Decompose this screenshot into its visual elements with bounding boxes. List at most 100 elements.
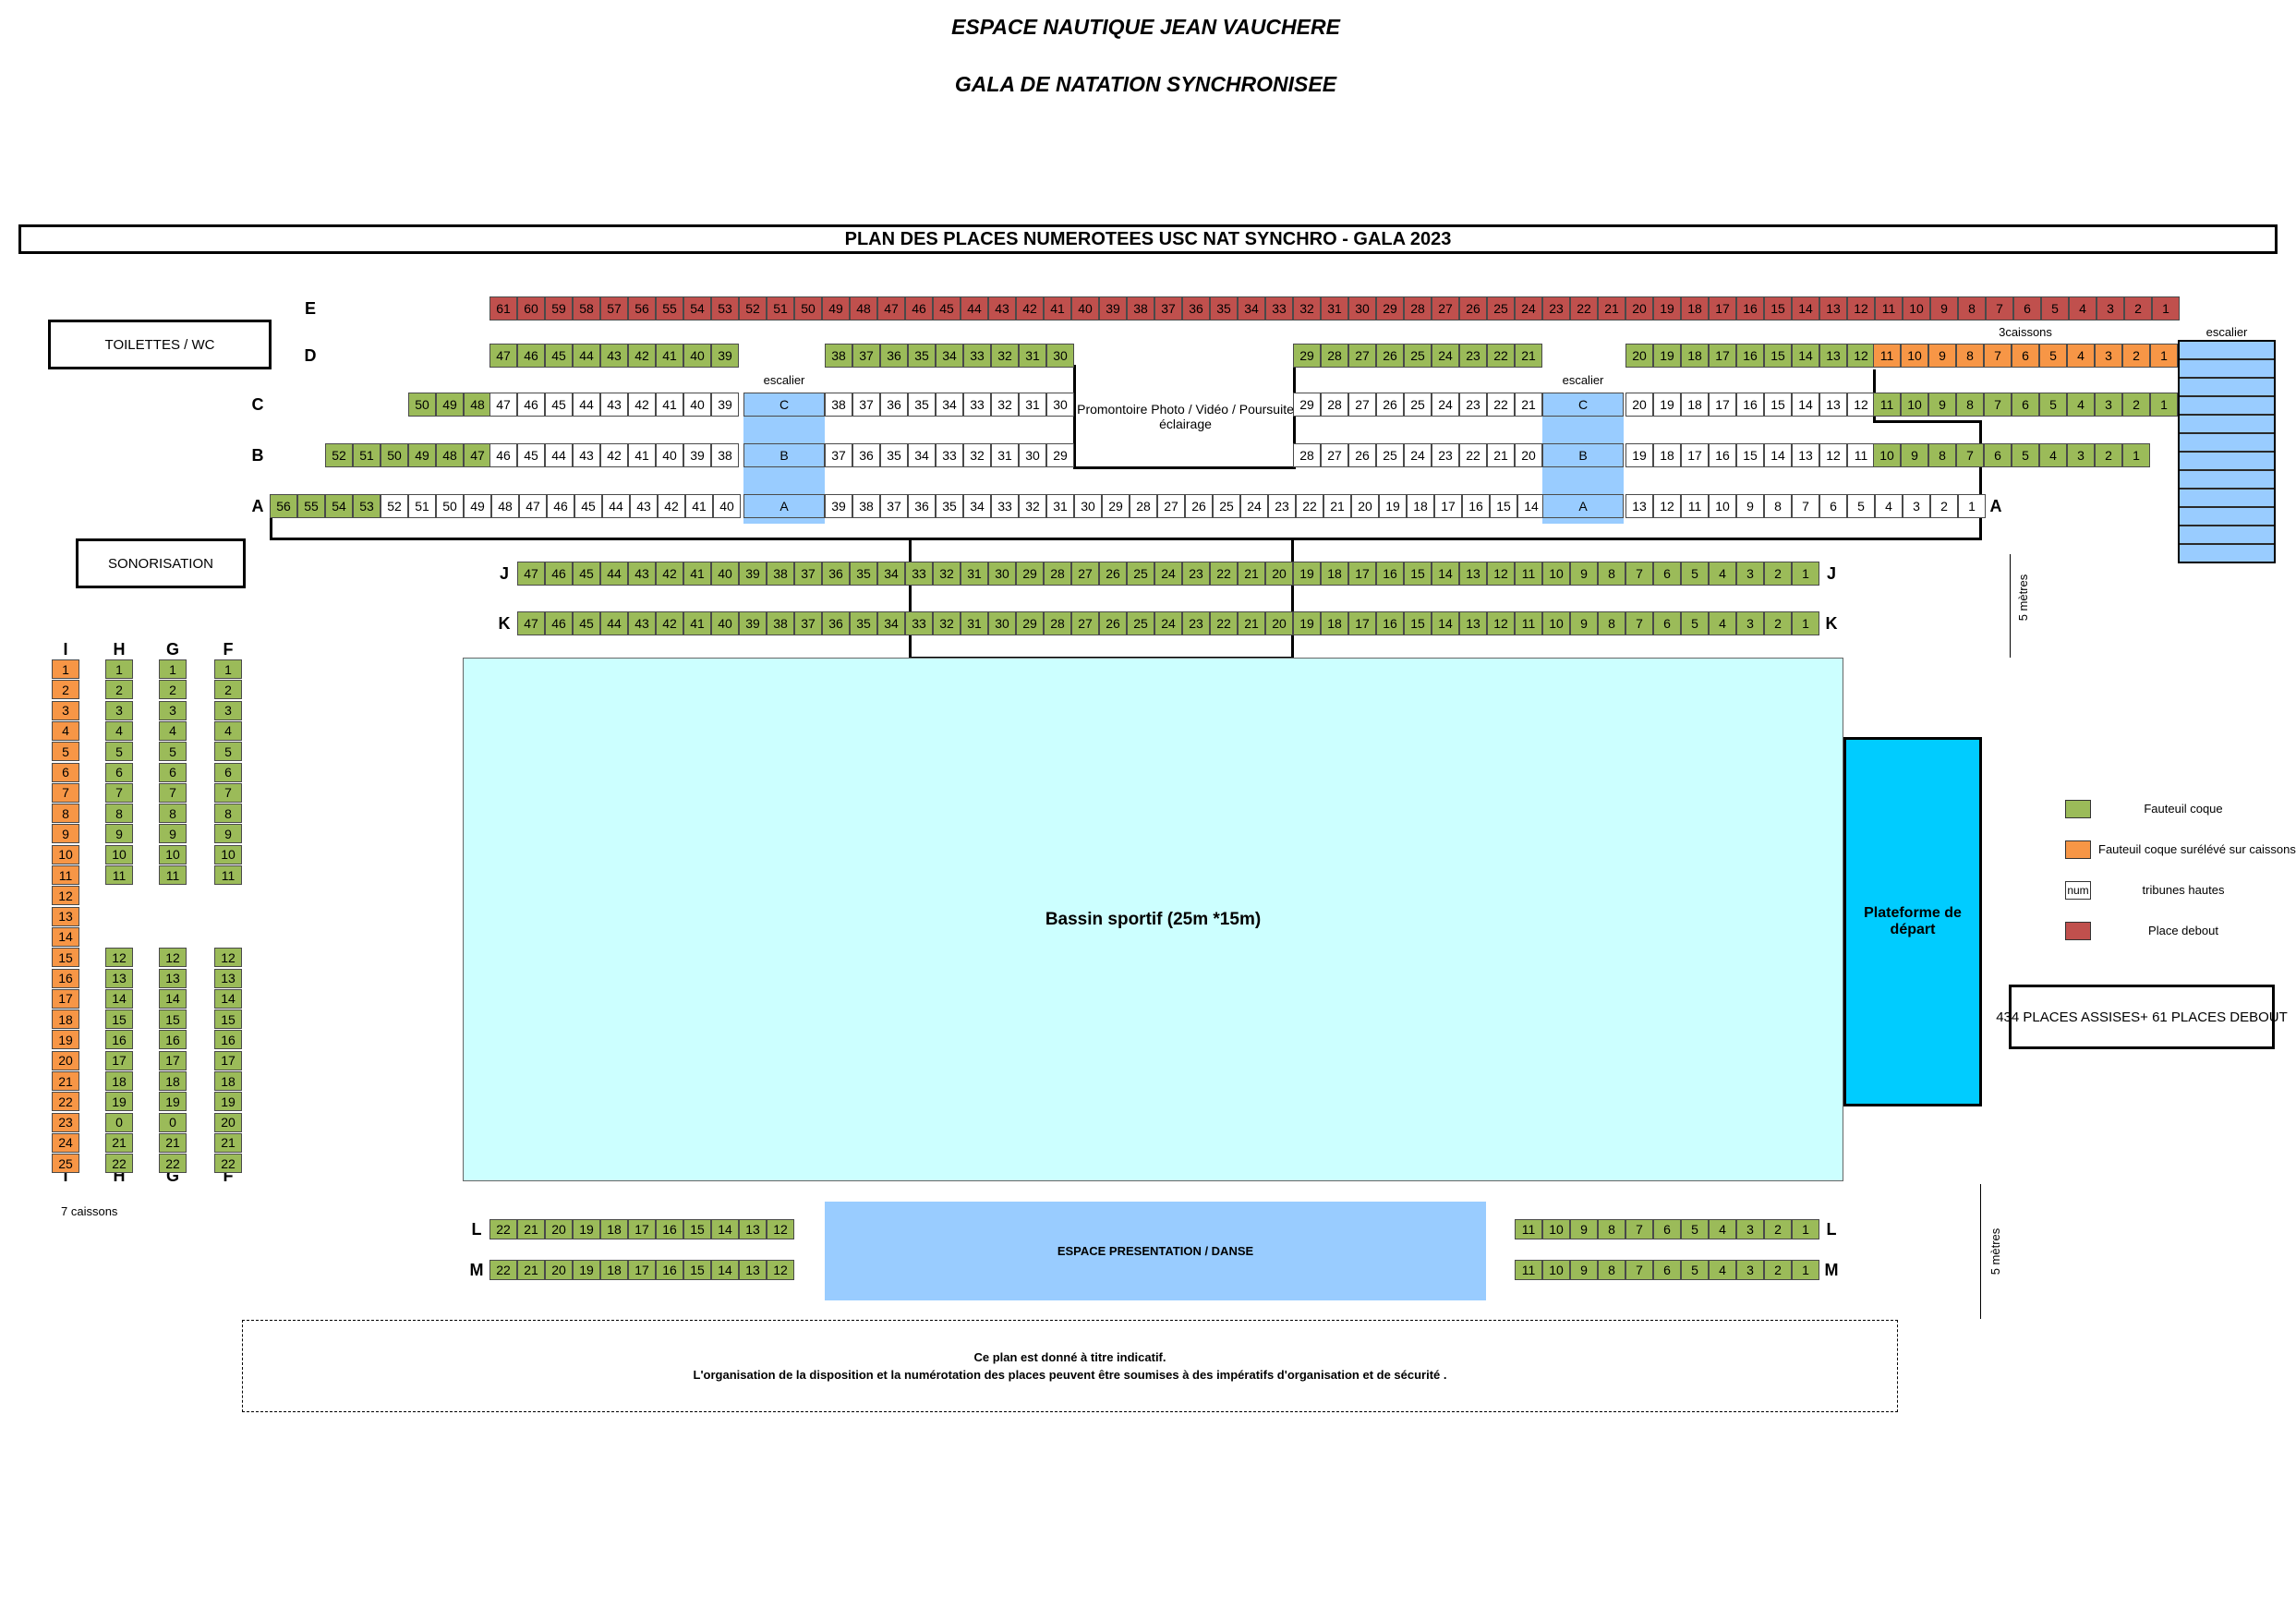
seat-I-10-9: 10 — [52, 844, 79, 864]
seat-M-22: 22 — [489, 1260, 517, 1280]
seat-E-13: 13 — [1819, 296, 1847, 320]
seat-K-39: 39 — [739, 611, 767, 635]
tribune-bottom-line — [270, 538, 1981, 540]
seat-D-40: 40 — [683, 344, 711, 368]
seat-C-28: 28 — [1321, 393, 1348, 417]
seat-E-10: 10 — [1903, 296, 1930, 320]
seat-C-38: 38 — [825, 393, 852, 417]
seat-D-36: 36 — [880, 344, 908, 368]
seat-B-45: 45 — [517, 443, 545, 467]
seat-J-20: 20 — [1265, 562, 1293, 586]
row-label-right-M: M — [1824, 1260, 1839, 1279]
seat-E-34: 34 — [1238, 296, 1265, 320]
seat-I-13-12: 13 — [52, 906, 79, 926]
seat-B-51: 51 — [353, 443, 381, 467]
seat-E-53: 53 — [711, 296, 739, 320]
seat-K-35: 35 — [850, 611, 877, 635]
seat-D-20: 20 — [1625, 344, 1653, 368]
seat-B-47: 47 — [464, 443, 491, 467]
promontoire-left-line — [1073, 365, 1076, 468]
seat-J-10: 10 — [1542, 562, 1570, 586]
seat-J-42: 42 — [656, 562, 683, 586]
seat-G-17-16: 17 — [159, 1050, 187, 1070]
seat-D-23: 23 — [1459, 344, 1487, 368]
seat-B-41: 41 — [628, 443, 656, 467]
seat-B-3: 3 — [2067, 443, 2095, 467]
seat-C-11: 11 — [1873, 393, 1901, 417]
promontoire-label: Promontoire Photo / Vidéo / Poursuite éc… — [1077, 402, 1294, 431]
seat-H-22-21: 22 — [105, 1154, 133, 1174]
seat-D-25: 25 — [1404, 344, 1432, 368]
legend-text-white: tribunes hautes — [2142, 883, 2225, 897]
seat-A-7: 7 — [1792, 494, 1819, 518]
seat-D-47: 47 — [489, 344, 517, 368]
seat-E-23: 23 — [1542, 296, 1570, 320]
seat-B-31: 31 — [991, 443, 1019, 467]
seat-L-5: 5 — [1681, 1219, 1709, 1239]
seat-F-18-17: 18 — [214, 1071, 242, 1091]
seat-E-20: 20 — [1625, 296, 1653, 320]
seat-I-20-19: 20 — [52, 1050, 79, 1070]
seat-B-11: 11 — [1847, 443, 1875, 467]
seat-K-20: 20 — [1265, 611, 1293, 635]
caissons-7-label: 7 caissons — [61, 1204, 118, 1218]
seat-C-15: 15 — [1764, 393, 1792, 417]
seat-F-3-2: 3 — [214, 700, 242, 720]
seat-I-21-20: 21 — [52, 1071, 79, 1091]
seat-L-10: 10 — [1542, 1219, 1570, 1239]
seat-D-17: 17 — [1709, 344, 1736, 368]
seat-F-5-4: 5 — [214, 742, 242, 762]
metres-line-top — [2010, 554, 2011, 658]
seat-I-8-7: 8 — [52, 804, 79, 824]
row-label-D: D — [304, 345, 317, 365]
aisle-right-C: C — [1542, 393, 1624, 417]
seat-J-39: 39 — [739, 562, 767, 586]
seat-A-6: 6 — [1819, 494, 1847, 518]
seat-C-2: 2 — [2122, 393, 2150, 417]
seat-E-19: 19 — [1653, 296, 1681, 320]
seat-C-43: 43 — [600, 393, 628, 417]
seat-J-44: 44 — [600, 562, 628, 586]
seat-D-21: 21 — [1515, 344, 1542, 368]
seat-A-23: 23 — [1268, 494, 1296, 518]
seat-F-10-9: 10 — [214, 844, 242, 864]
seat-E-45: 45 — [933, 296, 961, 320]
seat-E-14: 14 — [1792, 296, 1819, 320]
seat-F-1-0: 1 — [214, 659, 242, 679]
seat-A-54: 54 — [325, 494, 353, 518]
seat-E-44: 44 — [961, 296, 988, 320]
seat-J-32: 32 — [933, 562, 961, 586]
seat-E-7: 7 — [1986, 296, 2013, 320]
seat-L-1: 1 — [1792, 1219, 1819, 1239]
seat-C-9: 9 — [1928, 393, 1956, 417]
seat-M-9: 9 — [1570, 1260, 1598, 1280]
seat-K-6: 6 — [1653, 611, 1681, 635]
seat-E-11: 11 — [1875, 296, 1903, 320]
seat-C-29: 29 — [1293, 393, 1321, 417]
seat-C-18: 18 — [1681, 393, 1709, 417]
seat-F-19-18: 19 — [214, 1092, 242, 1112]
seat-J-29: 29 — [1016, 562, 1044, 586]
seat-B-8: 8 — [1928, 443, 1956, 467]
seat-E-52: 52 — [739, 296, 767, 320]
seat-M-17: 17 — [628, 1260, 656, 1280]
note-line-1: Ce plan est donné à titre indicatif. — [973, 1350, 1166, 1364]
seat-H-0-19: 0 — [105, 1112, 133, 1132]
seat-C-35: 35 — [908, 393, 936, 417]
seat-I-17-16: 17 — [52, 988, 79, 1009]
seat-A-48: 48 — [491, 494, 519, 518]
legend-swatch-green — [2065, 800, 2091, 818]
seat-B-35: 35 — [880, 443, 908, 467]
seat-K-28: 28 — [1044, 611, 1071, 635]
legend-text-green: Fauteuil coque — [2144, 802, 2223, 816]
seat-J-13: 13 — [1459, 562, 1487, 586]
stairs-right-label: escalier — [1562, 372, 1604, 387]
seat-L-18: 18 — [600, 1219, 628, 1239]
seat-A-42: 42 — [658, 494, 685, 518]
seat-J-16: 16 — [1376, 562, 1404, 586]
platform-label: Plateforme de départ — [1864, 905, 1962, 937]
seat-G-21-20: 21 — [159, 1132, 187, 1153]
seat-J-3: 3 — [1736, 562, 1764, 586]
row-label-right-L: L — [1826, 1219, 1837, 1239]
seat-K-29: 29 — [1016, 611, 1044, 635]
